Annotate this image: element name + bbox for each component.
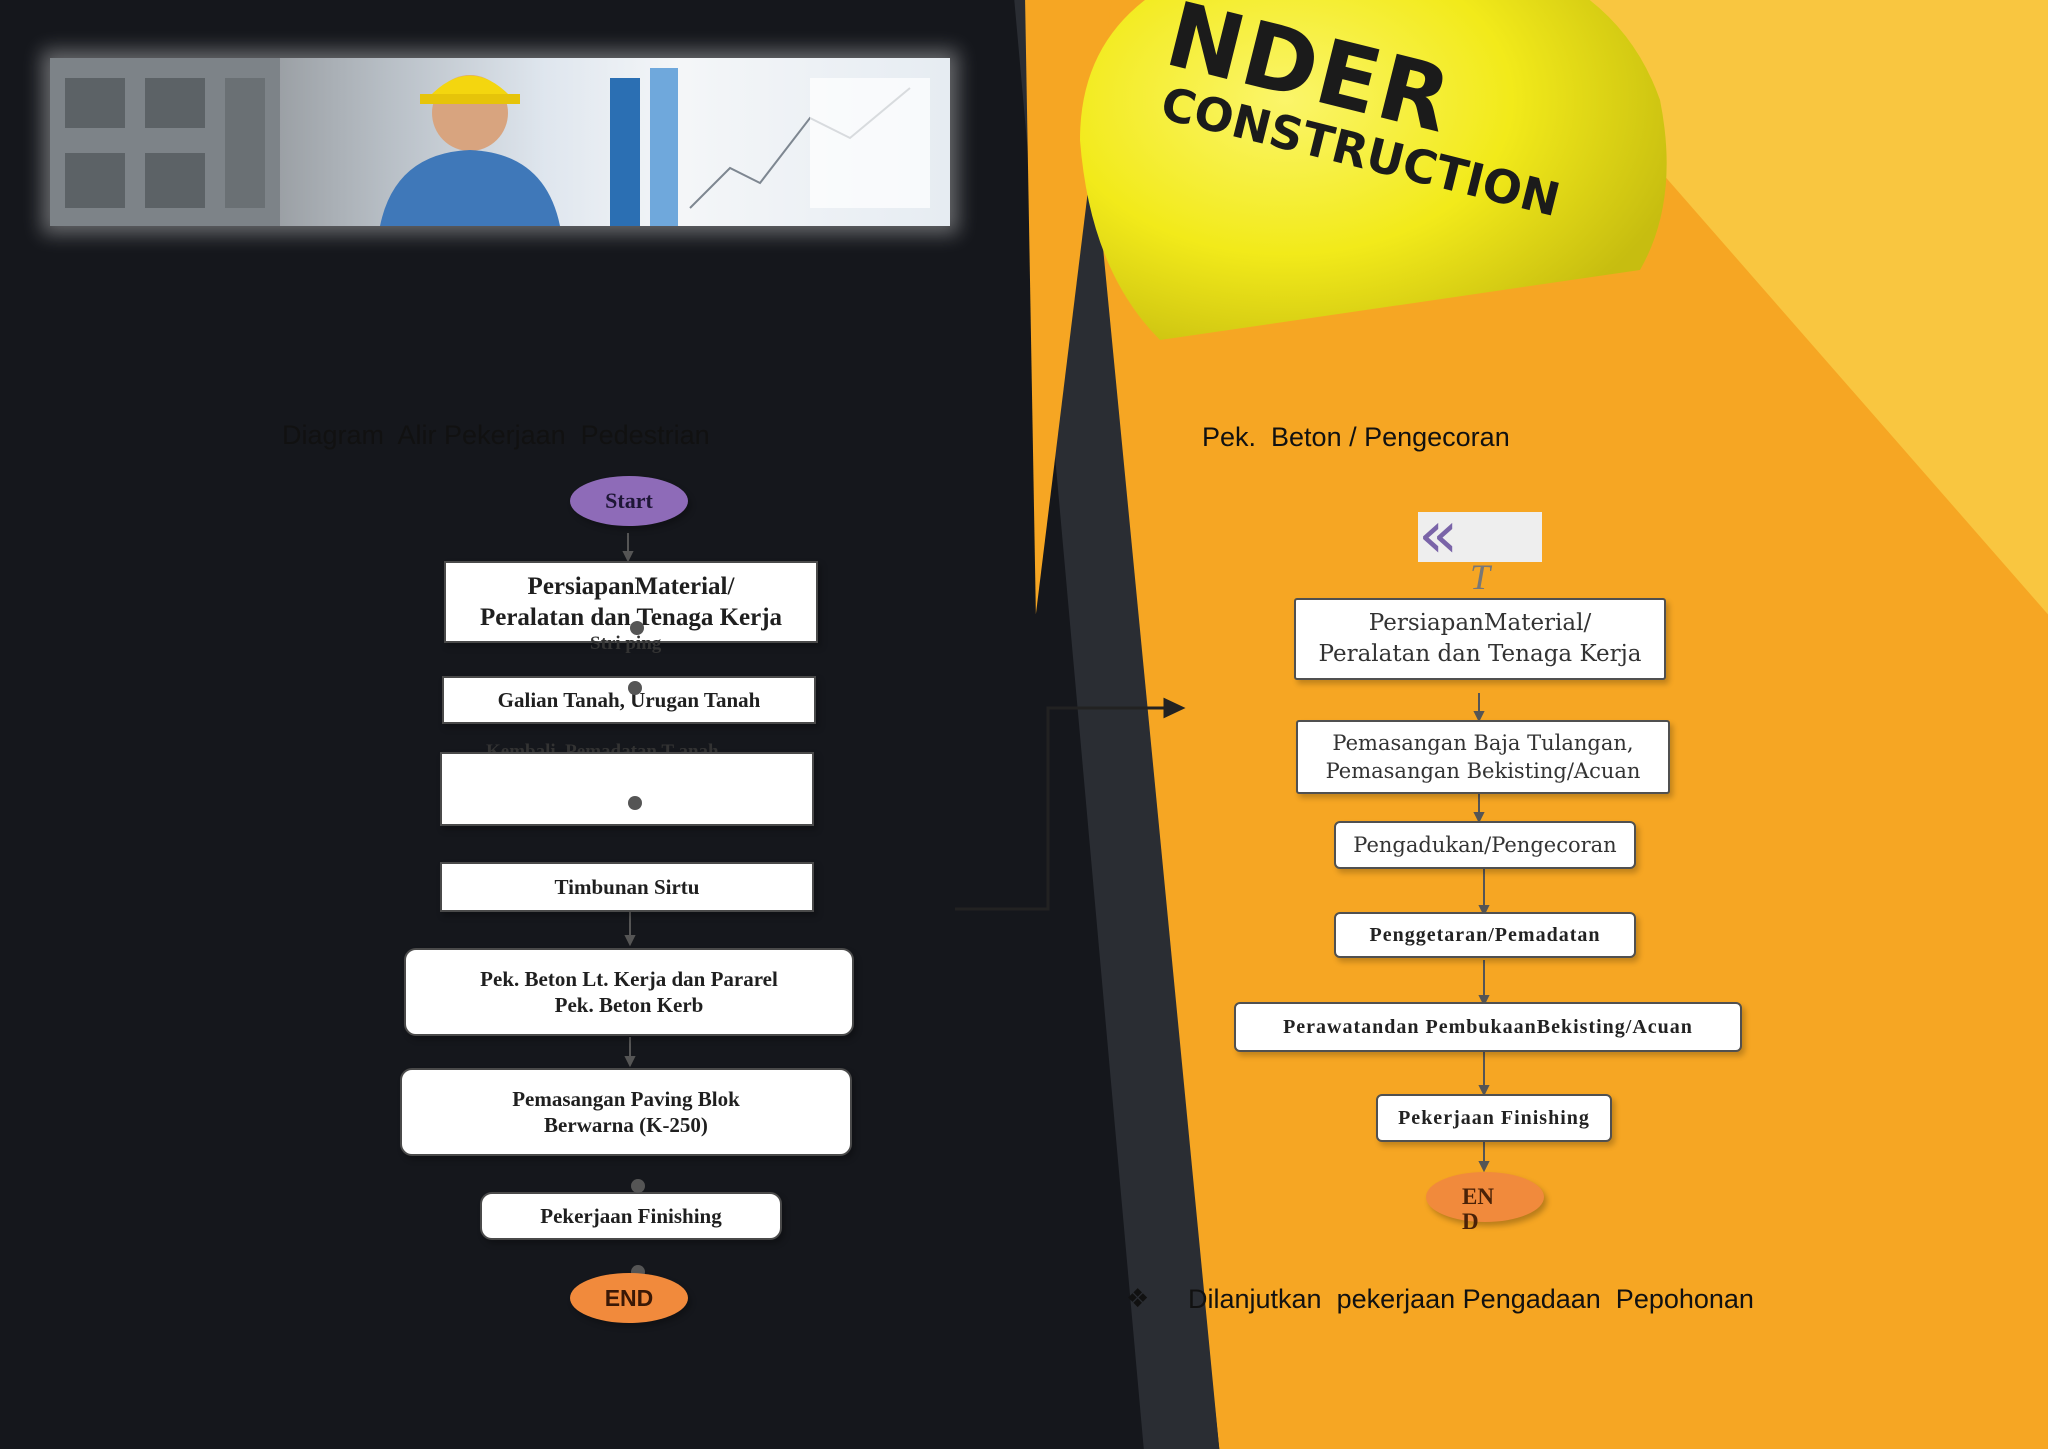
right-start-glyph-box: [1418, 512, 1542, 562]
left-step-paving: Pemasangan Paving Blok Berwarna (K-250): [400, 1068, 852, 1156]
right-step-persiapan: PersiapanMaterial/ Peralatan dan Tenaga …: [1294, 598, 1666, 680]
right-step-penggetaran: Penggetaran/Pemadatan: [1334, 912, 1636, 958]
left-end-node: END: [570, 1273, 688, 1323]
left-dot-2: [628, 681, 642, 695]
left-step-pek-beton: Pek. Beton Lt. Kerja dan Pararel Pek. Be…: [404, 948, 854, 1036]
right-step-perawatan: Perawatandan PembukaanBekisting/Acuan: [1234, 1002, 1742, 1052]
left-step-persiapan: PersiapanMaterial/ Peralatan dan Tenaga …: [444, 561, 818, 643]
right-diagram-title: Pek. Beton / Pengecoran: [1202, 422, 1510, 452]
right-end-label: EN D: [1462, 1184, 1494, 1235]
note-bullet: ❖: [1126, 1284, 1150, 1314]
photo-illustration: [50, 58, 930, 226]
left-step-timbunan: Timbunan Sirtu: [440, 862, 814, 912]
right-step-baja: Pemasangan Baja Tulangan, Pemasangan Bek…: [1296, 720, 1670, 794]
left-diagram-title: Diagram Alir Pekerjaan Pedestrian: [282, 420, 710, 450]
left-start-node: Start: [570, 476, 688, 526]
note-text: Dilanjutkan pekerjaan Pengadaan Pepohona…: [1188, 1284, 1754, 1314]
worker-photo: [50, 58, 950, 226]
hard-hat-illustration: [1080, 0, 1667, 340]
left-step-finishing: Pekerjaan Finishing: [480, 1192, 782, 1240]
left-dot-4: [631, 1179, 645, 1193]
left-dot-1: [630, 621, 644, 635]
right-step-pengadukan: Pengadukan/Pengecoran: [1334, 821, 1636, 869]
left-overlay-stripping: Stri ping: [590, 633, 662, 654]
left-step-blank: [440, 752, 814, 826]
right-step-finishing: Pekerjaan Finishing: [1376, 1094, 1612, 1142]
right-end-node: [1426, 1172, 1544, 1222]
left-dot-3: [628, 796, 642, 810]
right-start-glyph: «: [1418, 496, 1459, 573]
right-start-letter: T: [1470, 557, 1491, 597]
